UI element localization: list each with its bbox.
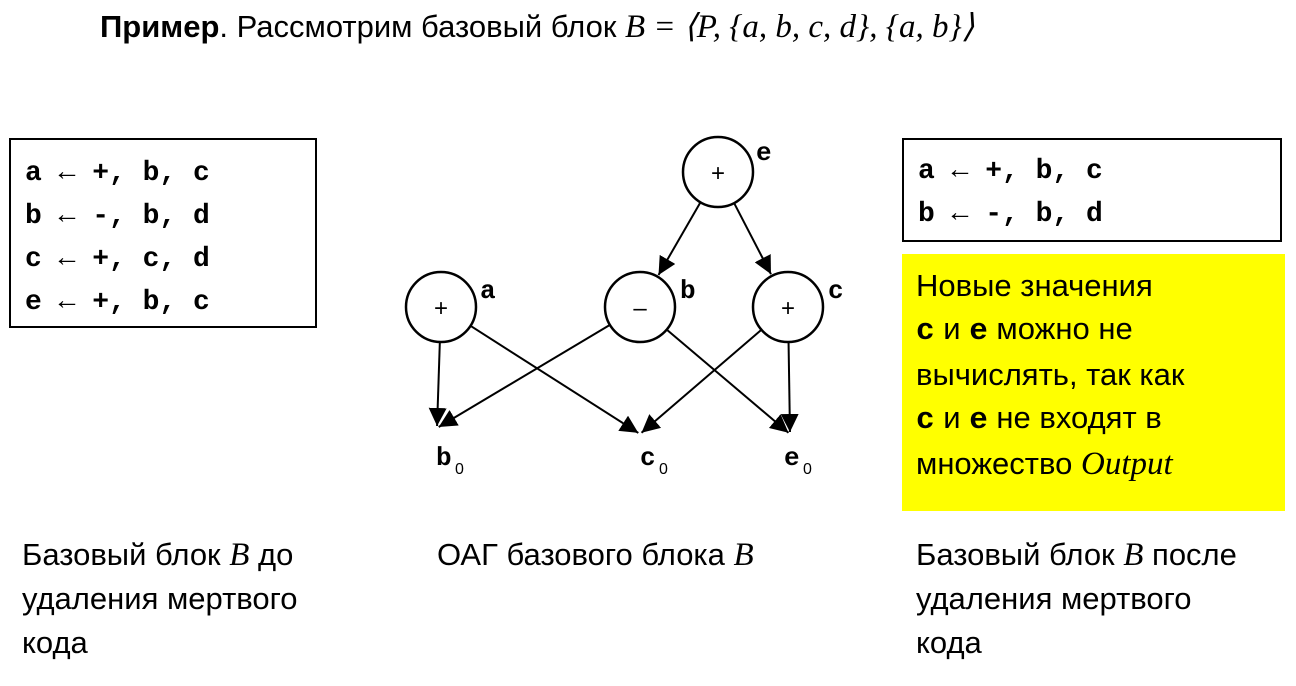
node-op: + <box>711 160 725 187</box>
title-formula: B = ⟨P, {a, b, c, d}, {a, b}⟩ <box>625 9 975 45</box>
caption-text: до <box>249 537 294 572</box>
node-op: + <box>781 295 795 322</box>
node-op: – <box>633 295 647 322</box>
caption-text: удаления мертвого <box>916 581 1192 616</box>
node-c: + c <box>751 270 844 344</box>
caption-text: Базовый блок <box>22 537 230 572</box>
explanation-note: Новые значения c и e можно не вычислять,… <box>902 254 1285 511</box>
edge-c-c0 <box>640 329 763 434</box>
code-after-box: a ← +, b, c b ← -, b, d <box>902 138 1282 242</box>
note-and: и <box>943 400 961 435</box>
leaf-e0: e 0 <box>784 443 812 478</box>
code-before-box: a ← +, b, c b ← -, b, d c ← +, c, d e ← … <box>9 138 317 328</box>
caption-var: B <box>733 537 754 573</box>
note-line-2: c и e можно не <box>916 307 1271 353</box>
node-label: e <box>756 138 772 168</box>
leaf-name: e <box>784 443 800 473</box>
note-line-3: вычислять, так как <box>916 357 1185 392</box>
note-line-5: множество Output <box>916 442 1271 486</box>
caption-var: B <box>229 537 250 573</box>
note-var: c <box>916 314 935 349</box>
note-text: можно не <box>996 311 1133 346</box>
code-line: b ← -, b, d <box>918 199 1103 230</box>
note-var: e <box>969 403 988 438</box>
node-a: + a <box>404 270 496 344</box>
caption-text: Базовый блок <box>916 537 1124 572</box>
code-line: b ← -, b, d <box>25 201 210 232</box>
note-text: множество <box>916 446 1081 481</box>
title-bold: Пример <box>100 9 220 44</box>
note-var: e <box>969 314 988 349</box>
edge-a-b0 <box>428 341 447 427</box>
edge-b-b0 <box>438 324 611 428</box>
code-line: a ← +, b, c <box>25 158 210 189</box>
edge-b-e0 <box>666 328 790 434</box>
note-and: и <box>943 311 961 346</box>
node-label: c <box>828 276 844 306</box>
note-line-4: c и e не входят в <box>916 396 1271 442</box>
note-text: не входят в <box>996 400 1162 435</box>
leaf-name: c <box>640 443 656 473</box>
leaf-sub: 0 <box>455 461 464 478</box>
note-line-1: Новые значения <box>916 268 1153 303</box>
caption-text: кода <box>916 625 982 660</box>
leaf-b0: b 0 <box>436 443 464 478</box>
node-e: + e <box>681 135 772 209</box>
node-label: a <box>480 276 496 306</box>
title-text: . Рассмотрим базовый блок <box>219 9 625 44</box>
caption-text: после <box>1143 537 1237 572</box>
caption-text: удаления мертвого <box>22 581 298 616</box>
caption-var: B <box>1123 537 1144 573</box>
note-output: Output <box>1080 446 1173 482</box>
caption-after: Базовый блок B после удаления мертвого к… <box>916 533 1296 665</box>
code-line: c ← +, c, d <box>25 244 210 275</box>
leaf-name: b <box>436 443 452 473</box>
caption-text: кода <box>22 625 88 660</box>
edge-e-b <box>657 201 702 276</box>
edge-a-c0 <box>469 324 639 434</box>
leaf-c0: c 0 <box>640 443 668 478</box>
edge-e-c <box>733 202 772 275</box>
leaf-sub: 0 <box>803 461 812 478</box>
node-op: + <box>434 295 448 322</box>
edge-c-e0 <box>780 341 799 433</box>
node-label: b <box>680 276 696 306</box>
node-b: – b <box>603 270 696 344</box>
caption-dag: ОАГ базового блока B <box>437 533 857 577</box>
slide-title: Пример. Рассмотрим базовый блок B = ⟨P, … <box>100 6 975 46</box>
code-line: e ← +, b, c <box>25 287 210 318</box>
caption-before: Базовый блок B до удаления мертвого кода <box>22 533 362 665</box>
leaf-sub: 0 <box>659 461 668 478</box>
caption-text: ОАГ базового блока <box>437 537 734 572</box>
code-line: a ← +, b, c <box>918 156 1103 187</box>
note-var: c <box>916 403 935 438</box>
